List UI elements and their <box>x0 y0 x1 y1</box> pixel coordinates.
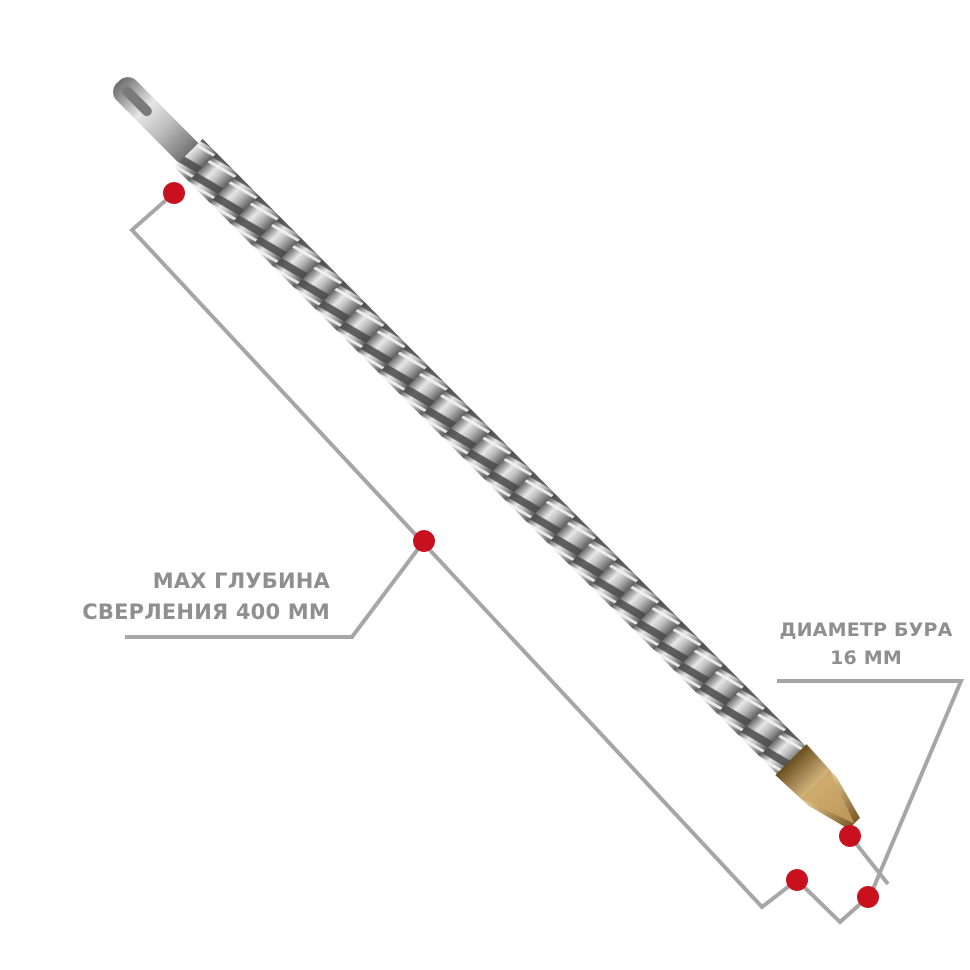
drill-flutes <box>174 138 809 778</box>
diameter-annotation-line1: ДИАМЕТР БУРА <box>779 619 953 641</box>
red-dot-marker <box>786 869 808 891</box>
red-dot-marker <box>857 886 879 908</box>
depth-annotation-line1: MAX ГЛУБИНА <box>152 569 330 593</box>
red-dot-marker <box>839 825 861 847</box>
red-dot-marker <box>163 182 185 204</box>
depth-annotation-line2: СВЕРЛЕНИЯ 400 ММ <box>82 600 330 624</box>
red-dot-marker <box>413 530 435 552</box>
depth-leader-line <box>129 191 799 910</box>
drill-tip-edge <box>801 770 855 824</box>
drill-bit-illustration <box>113 77 861 830</box>
shank-groove <box>122 86 152 117</box>
depth-annotation: MAX ГЛУБИНА СВЕРЛЕНИЯ 400 ММ <box>82 566 330 628</box>
diameter-annotation-line2: 16 ММ <box>830 647 902 669</box>
depth-label-leader <box>125 539 426 639</box>
diameter-leader-line <box>795 878 870 925</box>
diameter-label-leader <box>777 679 965 890</box>
diameter-annotation: ДИАМЕТР БУРА 16 ММ <box>776 616 956 672</box>
